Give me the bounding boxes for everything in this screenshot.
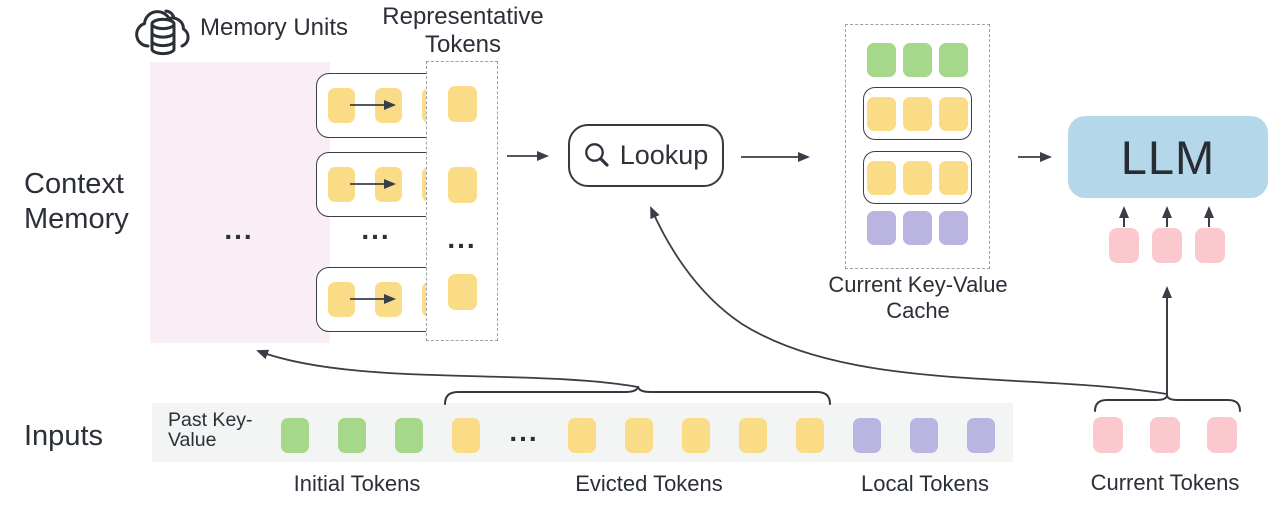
- llm-label: LLM: [1120, 130, 1216, 184]
- green-token: [395, 418, 423, 453]
- green-token: [867, 43, 896, 77]
- ellipsis: ...: [361, 214, 391, 245]
- cache-row-memory-unit: [863, 87, 972, 140]
- cache-row-initial: [846, 43, 989, 77]
- context-memory-label: Context Memory: [24, 168, 129, 235]
- yellow-token: [328, 167, 355, 202]
- llm-input-tokens: [1109, 228, 1225, 263]
- yellow-token: [447, 167, 477, 203]
- yellow-token: [739, 418, 767, 453]
- evicted-tokens-label: Evicted Tokens: [575, 471, 723, 496]
- yellow-token: [939, 96, 968, 131]
- brace-current-tokens: [1094, 394, 1241, 412]
- pink-token: [1093, 417, 1123, 453]
- current-tokens-group: [1093, 417, 1237, 453]
- yellow-token: [796, 418, 824, 453]
- green-token: [903, 43, 932, 77]
- pink-token: [1150, 417, 1180, 453]
- yellow-token: [375, 88, 402, 123]
- purple-token: [903, 211, 932, 245]
- yellow-token: [903, 160, 932, 195]
- ellipsis: ...: [447, 223, 477, 254]
- cache-row-local: [846, 211, 989, 245]
- memory-units-label: Memory Units: [200, 14, 349, 41]
- purple-token: [967, 418, 995, 453]
- green-token: [281, 418, 309, 453]
- green-token: [338, 418, 366, 453]
- arrow-evicted-to-context-memory: [256, 349, 639, 388]
- yellow-token: [939, 160, 968, 195]
- yellow-token: [867, 96, 896, 131]
- cloud-database-icon: [135, 9, 190, 56]
- lookup-label: Lookup: [619, 140, 709, 170]
- yellow-token: [452, 418, 480, 453]
- brace-evicted-tokens: [444, 385, 831, 405]
- yellow-token: [625, 418, 653, 453]
- purple-token: [939, 211, 968, 245]
- purple-token: [910, 418, 938, 453]
- context-memory-panel: ...: [150, 62, 462, 343]
- pink-token: [1152, 228, 1182, 263]
- search-icon: [584, 143, 609, 167]
- purple-token: [853, 418, 881, 453]
- inputs-label: Inputs: [24, 420, 103, 452]
- green-token: [939, 43, 968, 77]
- yellow-token: [328, 282, 355, 317]
- yellow-token: [867, 160, 896, 195]
- representative-tokens-label: Representative Tokens: [382, 3, 544, 58]
- current-kv-cache-label: Current Key-Value Cache: [828, 272, 1008, 323]
- yellow-token: [447, 86, 477, 122]
- pink-token: [1207, 417, 1237, 453]
- yellow-token: [568, 418, 596, 453]
- current-tokens-label: Current Tokens: [1090, 470, 1240, 495]
- yellow-token: [903, 96, 932, 131]
- past-key-value-label: Past Key-Value: [168, 409, 253, 451]
- ellipsis: ...: [224, 214, 254, 245]
- representative-tokens-box: ...: [426, 61, 498, 341]
- current-kv-cache-box: [845, 24, 990, 269]
- input-token-row: ...: [281, 415, 995, 453]
- yellow-token: [682, 418, 710, 453]
- cache-row-memory-unit: [863, 151, 972, 204]
- yellow-token: [447, 274, 477, 310]
- initial-tokens-label: Initial Tokens: [293, 471, 421, 496]
- ellipsis: ...: [509, 415, 539, 447]
- yellow-token: [375, 167, 402, 202]
- purple-token: [867, 211, 896, 245]
- pink-token: [1195, 228, 1225, 263]
- llm-box: LLM: [1068, 116, 1268, 198]
- local-tokens-label: Local Tokens: [860, 471, 989, 496]
- yellow-token: [328, 88, 355, 123]
- pink-token: [1109, 228, 1139, 263]
- lookup-box: Lookup: [568, 124, 724, 187]
- yellow-token: [375, 282, 402, 317]
